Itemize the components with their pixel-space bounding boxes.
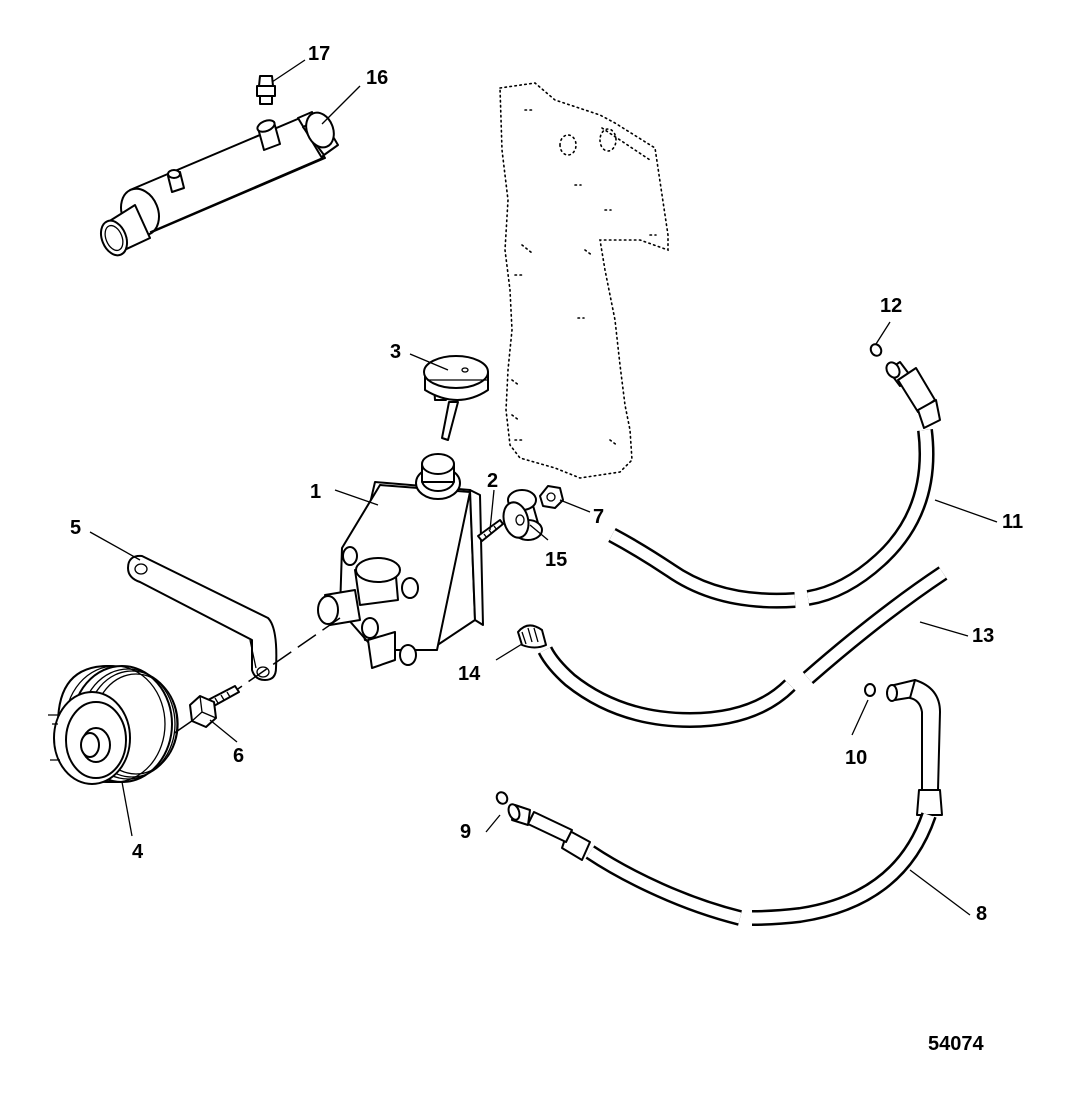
callout-14: 14 <box>458 663 481 685</box>
callout-3: 3 <box>390 341 401 363</box>
callout-labels: 1 2 3 4 5 6 7 8 9 10 11 12 13 14 15 16 1… <box>70 43 1023 925</box>
pressure-hose-lower <box>507 679 943 926</box>
hose-clamp <box>517 624 547 649</box>
return-hose <box>537 566 948 728</box>
mounting-bracket-outline <box>499 82 669 479</box>
power-steering-pump <box>317 453 484 669</box>
callout-1: 1 <box>310 481 321 503</box>
pump-bracket <box>127 554 278 681</box>
reservoir-cap <box>423 355 489 441</box>
callout-9: 9 <box>460 821 471 843</box>
callout-11: 11 <box>1002 511 1023 533</box>
o-ring-upper <box>869 343 883 357</box>
callout-13: 13 <box>972 625 994 647</box>
o-ring-lower-right <box>864 683 876 697</box>
temperature-sensor <box>256 75 276 105</box>
alignment-centerline <box>149 617 341 751</box>
callout-17: 17 <box>308 43 330 65</box>
hex-nut <box>539 485 564 509</box>
pulley <box>48 665 179 785</box>
hex-bolt <box>189 685 240 728</box>
callout-10: 10 <box>845 747 867 769</box>
callout-8: 8 <box>976 903 987 925</box>
leader-lines <box>89 59 998 916</box>
o-ring-lower-left <box>495 791 509 805</box>
callout-7: 7 <box>593 506 604 528</box>
callout-6: 6 <box>233 745 244 767</box>
callout-5: 5 <box>70 517 81 539</box>
pressure-hose-upper <box>608 361 941 609</box>
spacer <box>502 489 543 541</box>
callout-12: 12 <box>880 295 902 317</box>
stud <box>477 519 504 542</box>
callout-4: 4 <box>132 841 144 863</box>
callout-15: 15 <box>545 549 567 571</box>
callout-2: 2 <box>487 470 498 492</box>
callout-16: 16 <box>366 67 388 89</box>
oil-cooler <box>99 111 339 257</box>
figure-number: 54074 <box>928 1033 984 1055</box>
